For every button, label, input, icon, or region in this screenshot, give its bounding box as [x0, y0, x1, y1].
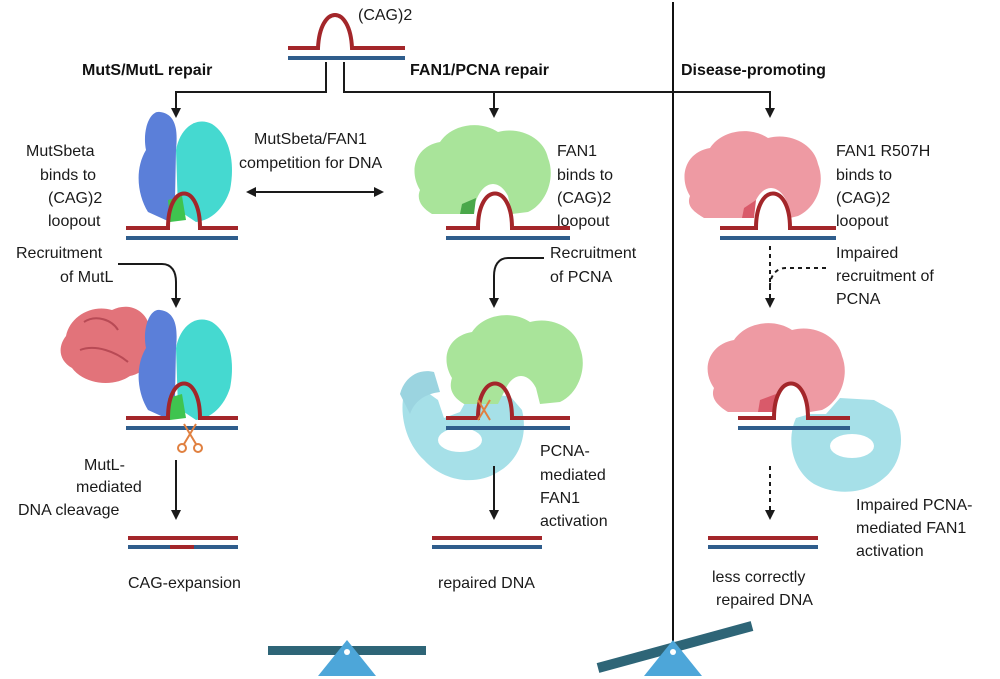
mutsl-binds-label: MutSbeta binds to (CAG)2 loopout [26, 143, 107, 230]
muts-protein-2 [138, 309, 232, 420]
recruit-pcna-arrow [489, 257, 544, 308]
fan1-result-label: repaired DNA [438, 575, 535, 592]
recruit-pcna-label: Recruitment of PCNA [550, 245, 641, 286]
mutl-protein [60, 306, 154, 383]
impaired-recruit-label: Impaired recruitment of PCNA [836, 245, 938, 308]
fan1-protein-2 [446, 315, 583, 404]
tilted-seesaw [596, 621, 754, 676]
top-dna-loopout [288, 13, 405, 60]
top-loop-label: (CAG)2 [358, 7, 412, 24]
dna-loopout-fan1-2 [446, 381, 570, 430]
incorrectly-repaired-dna [708, 536, 818, 549]
disease-binds-label: FAN1 R507H binds to (CAG)2 loopout [836, 143, 935, 230]
recruit-mutl-label: Recruitment of MutL [16, 245, 113, 286]
impaired-activation-label: Impaired PCNA- mediated FAN1 activation [856, 497, 977, 560]
mutsl-result-label: CAG-expansion [128, 575, 241, 592]
expanded-dna [128, 536, 238, 549]
fan1-mutant-protein-2 [707, 323, 845, 412]
dna-loopout-mutsl-2 [126, 381, 238, 430]
header-fan1-pcna-repair: FAN1/PCNA repair [410, 62, 549, 79]
dna-loopout-disease-1 [720, 191, 836, 240]
pcna-ring [400, 371, 524, 481]
header-disease-promoting: Disease-promoting [681, 62, 826, 79]
scissors-icon-fan1 [477, 399, 491, 421]
fan1-binds-label: FAN1 binds to (CAG)2 loopout [557, 143, 618, 230]
repaired-dna [432, 536, 542, 549]
scissors-icon [177, 423, 203, 453]
header-mutsl-repair: MutS/MutL repair [82, 62, 212, 79]
fan1-activation-label: PCNA- mediated FAN1 activation [540, 443, 610, 530]
mutl-cleavage-label: MutL- mediated DNA cleavage [18, 457, 146, 519]
pcna-ring-displaced [791, 398, 902, 492]
impaired-recruit-arrow [765, 246, 826, 308]
balanced-seesaw [268, 640, 426, 676]
dna-loopout-mutsl-1 [126, 191, 238, 240]
competition-label: MutSbeta/FAN1 competition for DNA [239, 131, 382, 172]
recruit-mutl-arrow [118, 263, 181, 308]
dna-loopout-disease-2 [738, 381, 850, 430]
disease-result-label: less correctly repaired DNA [712, 569, 813, 609]
dna-loopout-fan1-1 [446, 191, 570, 240]
fan1-protein-1 [414, 125, 551, 214]
branch-arrows [171, 62, 775, 118]
muts-protein-1 [138, 111, 232, 222]
fan1-mutant-protein-1 [684, 131, 821, 218]
